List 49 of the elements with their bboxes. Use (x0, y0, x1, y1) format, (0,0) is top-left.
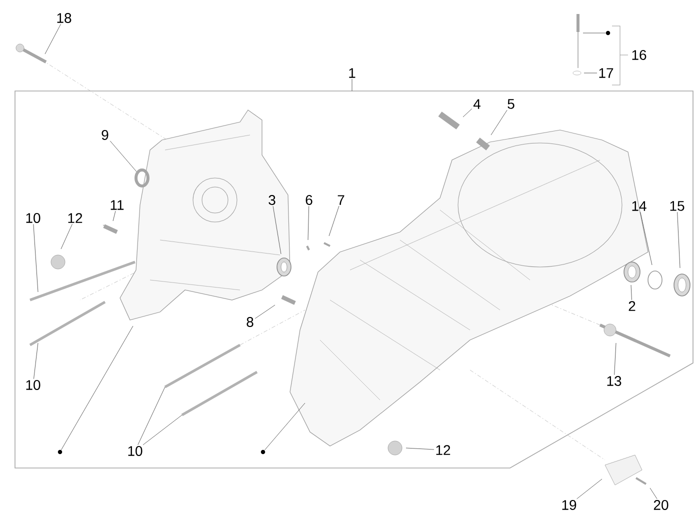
leader-line (328, 206, 340, 236)
leader-line (112, 210, 116, 222)
leader-line (490, 110, 508, 136)
leader-line (308, 206, 310, 240)
callout-number: 10 (26, 380, 40, 390)
oil-seal-drawing (134, 168, 150, 188)
leader-line (254, 304, 276, 319)
leader-line (142, 414, 182, 446)
callout-number: 6 (306, 195, 312, 205)
leader-line (406, 448, 434, 450)
callout-number: 20 (654, 500, 668, 510)
callout-number: 12 (436, 445, 450, 455)
leader-line (614, 342, 616, 376)
leader-line (576, 478, 602, 500)
leader-line (138, 386, 166, 446)
callout-number: 11 (110, 200, 124, 210)
callout-number: 12 (68, 213, 82, 223)
callout-number: 8 (246, 317, 254, 327)
leader-line (272, 206, 282, 254)
leader-line (34, 342, 38, 380)
callout-number: 10 (26, 213, 40, 223)
leader-line (33, 224, 38, 292)
leader-line (44, 24, 61, 54)
callout-number: 17 (599, 68, 614, 78)
leader-line (640, 212, 652, 266)
callout-number: 15 (670, 201, 684, 211)
callout-number: 9 (102, 130, 108, 140)
callout-number: 14 (632, 201, 646, 211)
callout-number: 7 (338, 195, 344, 205)
leader-line (582, 32, 606, 34)
callout-number: 19 (562, 500, 576, 510)
leader-line (677, 212, 680, 268)
leader-line (462, 108, 472, 118)
callout-number: 18 (57, 13, 72, 23)
leader-line (650, 488, 658, 500)
callout-number: 16 (632, 50, 646, 60)
leader-line (60, 326, 134, 450)
leader-line (584, 72, 598, 74)
leader-line (264, 402, 306, 450)
callout-number: 10 (128, 446, 142, 456)
leader-line (60, 224, 72, 250)
callout-number: 4 (473, 99, 480, 109)
callout-number: 5 (508, 99, 514, 109)
callout-number: 13 (607, 376, 622, 386)
callout-number: 3 (268, 195, 276, 205)
callout-number: 2 (628, 301, 636, 311)
leader-line (110, 140, 137, 172)
callout-number: 1 (349, 68, 356, 78)
leader-line (630, 284, 632, 300)
